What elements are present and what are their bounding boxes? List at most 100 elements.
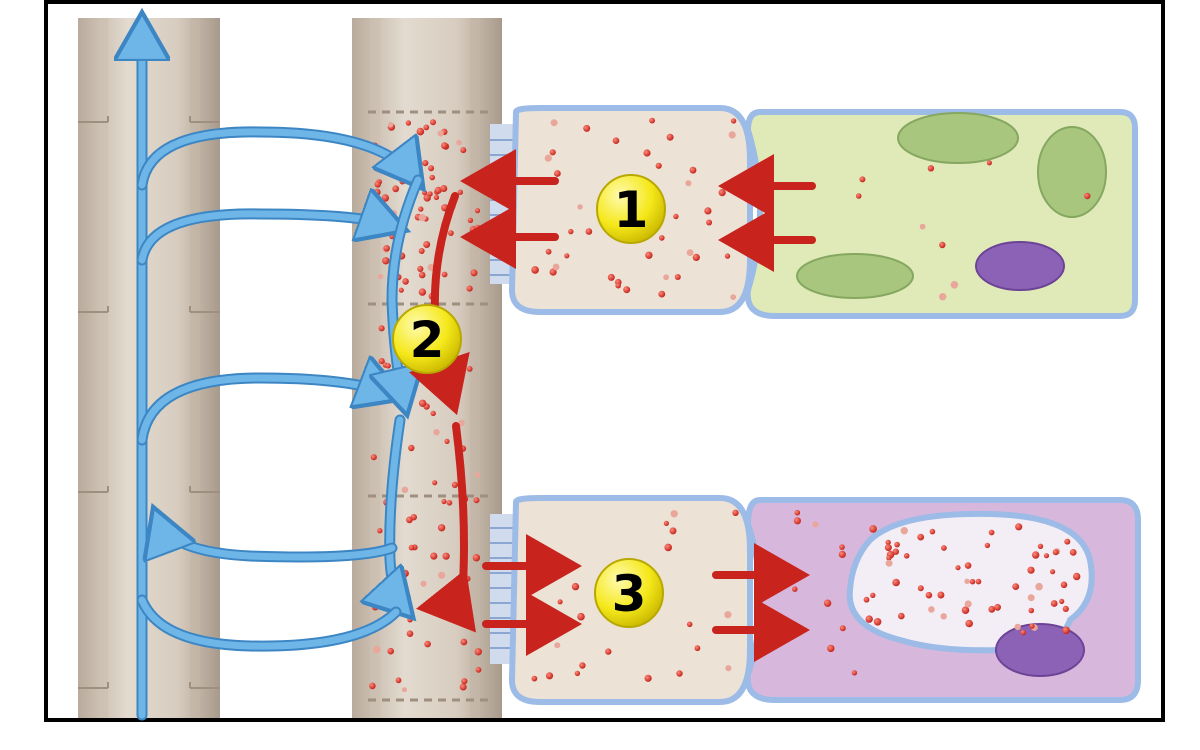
sugar-molecule	[1050, 600, 1058, 607]
sugar-molecule	[673, 213, 679, 220]
sugar-molecule	[975, 578, 982, 585]
sugar-molecule	[554, 642, 561, 649]
sugar-molecule	[1014, 623, 1021, 631]
sugar-molecule	[961, 606, 970, 614]
sugar-molecule	[1012, 583, 1020, 590]
sugar-molecule	[663, 520, 670, 527]
sugar-molecule	[545, 672, 554, 680]
sugar-molecule	[1027, 594, 1035, 602]
sugar-molecule	[577, 204, 583, 210]
sugar-molecule	[544, 154, 552, 162]
sugar-molecule	[579, 662, 586, 669]
step-3-label: 3	[612, 565, 647, 623]
sugar-molecule	[401, 569, 409, 578]
sugar-molecule	[389, 170, 396, 176]
sugar-molecule	[433, 194, 440, 201]
sugar-molecule	[549, 268, 557, 276]
sugar-molecule	[436, 383, 443, 390]
sugar-molecule	[988, 529, 995, 536]
sugar-molecule	[448, 230, 454, 237]
sugar-molecule	[473, 497, 480, 504]
sugar-molecule	[549, 149, 556, 156]
step-2-marker: 2	[392, 304, 462, 374]
sugar-molecule	[418, 213, 426, 222]
sugar-molecule	[405, 594, 411, 600]
sugar-molecule	[839, 544, 845, 550]
sugar-molecule	[1062, 626, 1070, 635]
sugar-molecule	[568, 228, 574, 235]
sugar-molecule	[605, 648, 612, 655]
sugar-molecule	[1020, 629, 1027, 636]
sugar-molecule	[728, 131, 736, 139]
sugar-molecule	[658, 290, 666, 298]
sugar-molecule	[401, 486, 409, 494]
sugar-molecule	[886, 555, 892, 561]
sugar-molecule	[692, 253, 700, 261]
sugar-molecule	[885, 559, 893, 567]
sugar-molecule	[732, 509, 739, 516]
sugar-molecule	[988, 605, 996, 613]
sugar-molecule	[674, 274, 681, 280]
sugar-molecule	[885, 539, 891, 546]
sugar-molecule	[418, 248, 425, 254]
sugar-molecule	[1084, 192, 1091, 200]
sugar-molecule	[373, 188, 381, 196]
sugar-molecule	[442, 552, 450, 560]
sugar-molecule	[398, 287, 404, 293]
sugar-molecule	[1037, 543, 1044, 549]
sugar-molecule	[940, 613, 947, 620]
sugar-molecule	[474, 208, 481, 214]
sugar-molecule	[554, 170, 561, 177]
sugar-molecule	[794, 509, 801, 516]
sugar-molecule	[1050, 569, 1056, 575]
sugar-molecule	[418, 206, 424, 212]
sugar-molecule	[1062, 605, 1069, 613]
sugar-molecule	[937, 591, 945, 599]
sugar-molecule	[378, 325, 385, 332]
sugar-molecule	[730, 294, 737, 300]
sugar-molecule	[623, 286, 631, 294]
sugar-molecule	[869, 525, 877, 533]
sugar-molecule	[686, 249, 694, 256]
sugar-molecule	[472, 554, 481, 562]
sugar-molecule	[686, 621, 693, 628]
sugar-molecule	[917, 585, 924, 592]
sugar-molecule	[724, 611, 732, 619]
nucleus	[975, 241, 1065, 291]
sugar-molecule	[793, 517, 802, 525]
sugar-molecule	[395, 677, 402, 684]
sugar-molecule	[428, 165, 435, 172]
sugar-molecule	[884, 544, 892, 552]
sugar-molecule	[655, 162, 662, 169]
sugar-molecule	[429, 174, 436, 181]
sugar-molecule	[451, 481, 458, 488]
sugar-molecule	[370, 454, 377, 461]
sugar-molecule	[917, 533, 925, 541]
sugar-molecule	[865, 615, 873, 623]
step-2-label: 2	[410, 311, 445, 369]
sugar-molecule	[645, 251, 653, 259]
sugar-molecule	[418, 288, 427, 296]
sugar-molecule	[402, 278, 409, 285]
step-1-label: 1	[614, 181, 649, 239]
sugar-molecule	[892, 578, 900, 587]
sugar-molecule	[474, 472, 481, 478]
sugar-molecule	[459, 683, 467, 691]
sugar-molecule	[564, 253, 570, 259]
sugar-molecule	[474, 224, 481, 231]
sugar-molecule	[919, 223, 926, 230]
sugar-molecule	[461, 678, 468, 685]
sugar-molecule	[663, 274, 669, 281]
sugar-molecule	[838, 550, 846, 559]
sugar-molecule	[422, 160, 429, 167]
sugar-molecule	[387, 122, 394, 128]
sugar-molecule	[470, 269, 478, 277]
sugar-molecule	[433, 429, 440, 436]
sugar-molecule	[585, 228, 593, 235]
sugar-molecule	[441, 142, 448, 150]
sugar-molecule	[418, 271, 426, 279]
sugar-molecule	[1043, 553, 1050, 559]
sugar-molecule	[437, 524, 446, 532]
sugar-molecule	[385, 363, 391, 369]
